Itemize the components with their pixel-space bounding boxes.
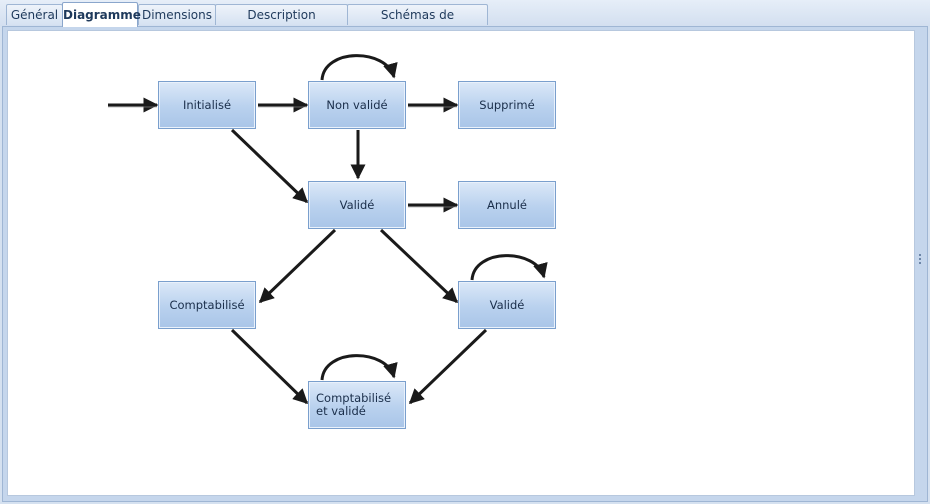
arrow-valide2-self	[470, 254, 548, 281]
tab-strip: Général Diagramme Dimensions Description…	[0, 0, 930, 43]
state-valide-2[interactable]: Validé	[458, 281, 556, 329]
arrow-initialise-valide	[230, 128, 309, 204]
state-comptabilise-et-valide[interactable]: Comptabilisé et validé	[308, 381, 406, 429]
tab-general[interactable]: Général	[6, 4, 63, 25]
state-comptabilise[interactable]: Comptabilisé	[158, 281, 256, 329]
arrow-final-self	[320, 354, 398, 381]
tab-diagramme[interactable]: Diagramme	[62, 2, 141, 27]
transition-arrows	[108, 54, 548, 405]
state-label: Non validé	[326, 98, 388, 112]
arrow-valide-valide2	[379, 228, 459, 304]
state-label: Initialisé	[182, 98, 232, 112]
arrow-valide2-final	[408, 328, 488, 405]
tab-schemas-numeration[interactable]: Schémas de numération	[347, 4, 488, 43]
state-initialise[interactable]: Initialisé	[158, 81, 256, 129]
arrow-nonvalide-self	[320, 54, 398, 81]
state-label: Supprimé	[479, 98, 535, 112]
state-label: Validé	[489, 298, 525, 312]
arrow-valide-comptabilise	[258, 228, 337, 304]
splitter-grip-icon[interactable]	[919, 254, 922, 268]
tab-dimensions[interactable]: Dimensions	[138, 4, 216, 25]
state-label: Annulé	[486, 198, 527, 212]
state-label: Comptabilisé et validé	[316, 391, 392, 418]
state-supprime[interactable]: Supprimé	[458, 81, 556, 129]
state-label: Comptabilisé	[169, 298, 245, 312]
state-annule[interactable]: Annulé	[458, 181, 556, 229]
state-non-valide[interactable]: Non validé	[308, 81, 406, 129]
arrow-comptabilise-final	[230, 328, 309, 405]
state-label: Validé	[339, 198, 375, 212]
state-valide[interactable]: Validé	[308, 181, 406, 229]
tab-description-analytique[interactable]: Description analytique	[215, 4, 348, 43]
diagram-canvas: Initialisé Non validé Supprimé Validé An…	[7, 30, 915, 496]
